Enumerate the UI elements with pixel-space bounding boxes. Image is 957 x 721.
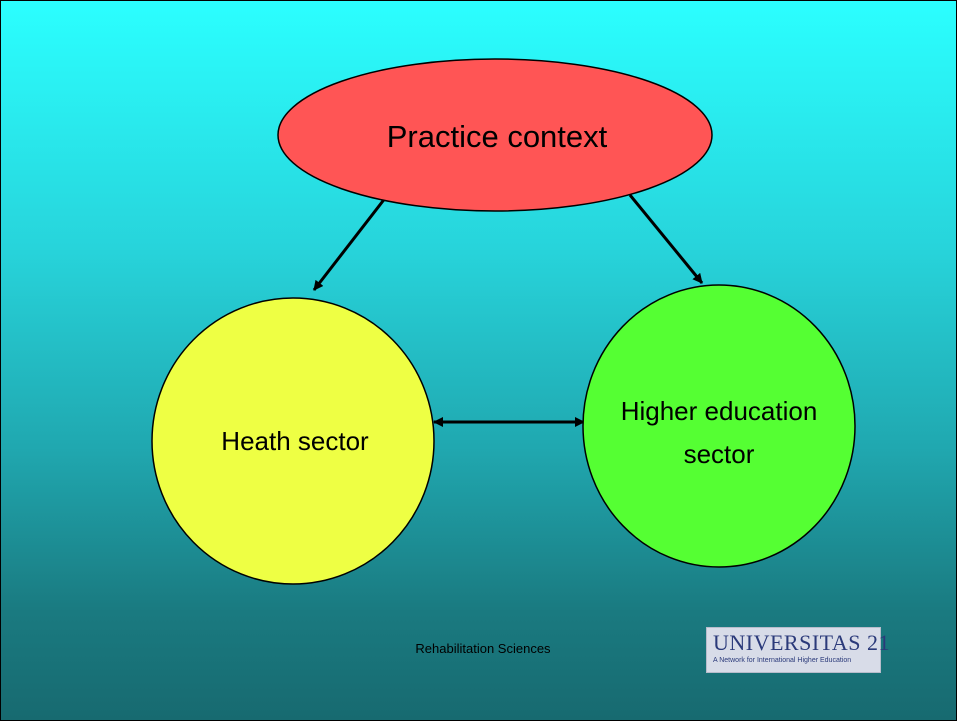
universitas21-logo: UNIVERSITAS 21 A Network for Internation… bbox=[706, 627, 889, 673]
practice-context-label: Practice context bbox=[387, 119, 608, 154]
health-sector-node bbox=[151, 297, 435, 585]
education-sector-label-line1: Higher education bbox=[621, 396, 818, 426]
practice-context-node bbox=[277, 58, 713, 212]
logo-name: UNIVERSITAS 21 bbox=[713, 630, 890, 655]
education-sector-node bbox=[582, 284, 856, 568]
health-sector-label: Heath sector bbox=[221, 426, 369, 456]
education-sector-label-line2: sector bbox=[684, 439, 755, 469]
arrow-practice-to-education bbox=[628, 194, 704, 284]
logo-tagline: A Network for International Higher Educa… bbox=[713, 657, 852, 664]
arrow-practice-to-health bbox=[312, 196, 388, 291]
footer-text: Rehabilitation Sciences bbox=[415, 641, 551, 656]
